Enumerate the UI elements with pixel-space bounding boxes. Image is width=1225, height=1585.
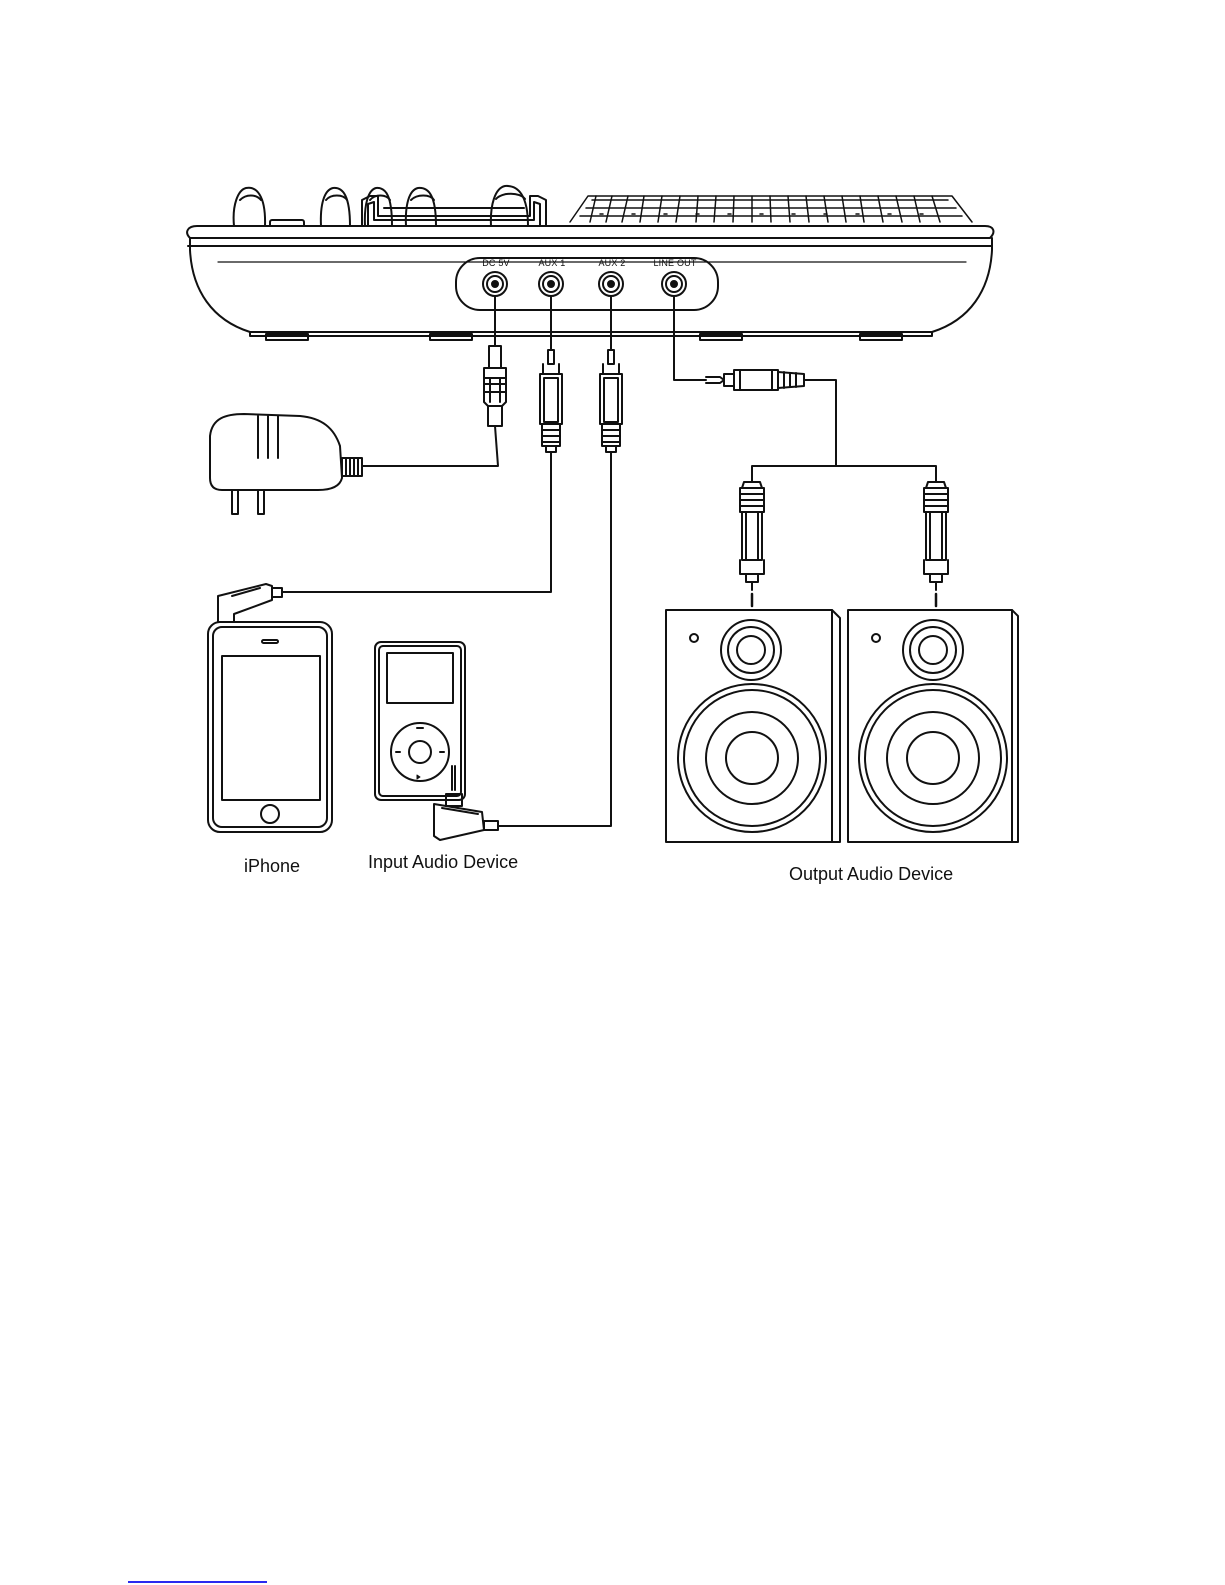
speaker-left-icon [666, 610, 840, 842]
output-device-label: Output Audio Device [789, 864, 953, 884]
dj-controller: DC 5V AUX 1 AUX 2 LINE OUT [187, 186, 993, 340]
footnote-rule [128, 1581, 267, 1583]
jack-aux2 [599, 272, 623, 296]
jack-lineout [662, 272, 686, 296]
power-adapter-icon [210, 414, 362, 514]
controller-body [187, 226, 993, 340]
port-label-aux1: AUX 1 [538, 258, 565, 268]
mp3-player-icon [375, 642, 465, 800]
jack-dc [483, 272, 507, 296]
speaker-right-icon [848, 610, 1018, 842]
iphone-label: iPhone [244, 856, 300, 876]
controller-knobs [234, 186, 528, 228]
port-label-aux2: AUX 2 [598, 258, 625, 268]
rca-plug-left [740, 482, 764, 590]
rca-dashes [752, 594, 936, 606]
dc-power-plug [362, 296, 506, 466]
rca-plug-right [924, 482, 948, 590]
aux2-cable [498, 452, 611, 826]
port-label-dc: DC 5V [482, 258, 510, 268]
input-device-label: Input Audio Device [368, 852, 518, 872]
jog-wheel [570, 196, 972, 222]
lineout-plug [674, 296, 936, 482]
jack-aux1 [539, 272, 563, 296]
iphone-icon [208, 622, 332, 832]
port-label-lineout: LINE OUT [653, 258, 696, 268]
aux1-plug [540, 296, 562, 452]
aux2-plug [600, 296, 622, 452]
